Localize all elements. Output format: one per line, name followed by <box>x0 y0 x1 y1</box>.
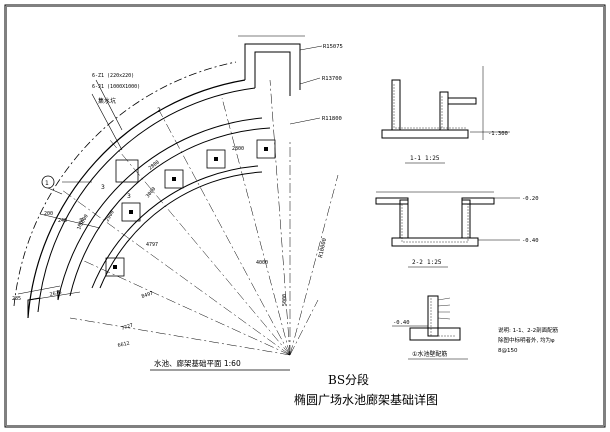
section-2-2-right-coping <box>461 197 495 205</box>
plan-label-section-3a: 3 <box>101 184 105 191</box>
wall-detail-leaders <box>437 297 451 320</box>
notes: 说明: 1-1、2-2剖面配筋 除图中标明者外, 均为φ 8@150 <box>498 326 559 354</box>
plan-arc-pool-inner <box>69 127 271 297</box>
section-1-1-elevation: -1.300 <box>488 131 508 137</box>
sheet-border <box>4 4 606 428</box>
plan-dim-2800a: 2800 <box>232 146 244 152</box>
plan-dim-6612: 6612 <box>117 341 130 349</box>
plan-caption: 水池、廊架基础平面 1:60 <box>154 358 241 368</box>
plan-label-collection-pit: 集水坑 <box>98 97 116 105</box>
section-wall-rebar: -0.40 ①水池壁配筋 <box>392 295 468 360</box>
plan-label-section-2: 2 <box>157 107 161 114</box>
sheet-frame-inner <box>6 6 604 426</box>
plan-dim-1000b: 1000 <box>79 214 90 227</box>
plan-arc-colonnade <box>91 165 259 289</box>
plan-dim-2676: 2676 <box>49 290 62 298</box>
section-2-2-left-wall <box>399 199 409 239</box>
plan-radial-lines <box>61 79 339 356</box>
plan-dim-7727: 7727 <box>121 322 134 331</box>
plan-dim-4797: 4797 <box>146 242 158 248</box>
wall-detail-elevation: -0.40 <box>393 320 410 326</box>
plan-radius-r15075: R15075 <box>323 44 343 50</box>
plan-dim-3000: 3000 <box>145 186 157 199</box>
plan-footings <box>105 139 276 277</box>
plan-dim-5000: 5000 <box>282 294 288 306</box>
plan-dim-240: 240 <box>58 218 67 224</box>
wall-detail-rebar <box>430 298 456 337</box>
section-2-2-left-coping <box>375 197 409 205</box>
plan-wall-top-stub <box>244 43 301 96</box>
plan-dim-4000: 4000 <box>256 260 268 266</box>
plan-column-marks <box>113 147 268 269</box>
plan-radius-r10000: R10000 <box>318 238 328 259</box>
section-1-1-coping <box>447 97 477 105</box>
plan-radius-r13700: R13700 <box>322 76 342 82</box>
section-2-2-title: 2-2 <box>412 259 423 266</box>
section-1-1-title: 1-1 <box>410 155 421 162</box>
plan-radius-leader-2 <box>299 77 321 85</box>
section-1-1-rebar <box>393 84 466 129</box>
plan-dim-1000: 1000 <box>76 217 85 230</box>
drawing-title-block: BS分段 椭圆广场水池廊架基础详图 <box>294 372 438 407</box>
plan-dim-8497: 8497 <box>141 290 154 299</box>
plan-radius-leader-1 <box>299 45 323 51</box>
plan-arc-pool <box>57 117 263 301</box>
plan-view: 集水坑 6-Z1 (220x220) 6-J1 (1000X1000) 1 2 … <box>12 35 343 371</box>
plan-arc-outer-wall <box>27 79 246 319</box>
grid-axis-leader <box>47 187 63 195</box>
drawing-title-line-1: BS分段 <box>328 372 369 387</box>
section-2-2-elevation-bottom: -0.40 <box>522 238 539 244</box>
section-1-1-pool-floor <box>381 129 469 139</box>
plan-label-footing: 6-J1 (1000X1000) <box>92 84 140 90</box>
drawing-title-line-2: 椭圆广场水池廊架基础详图 <box>294 392 438 407</box>
plan-label-column: 6-Z1 (220x220) <box>92 73 134 79</box>
plan-radius-leader-3 <box>289 117 321 125</box>
plan-label-axis-1: 1 <box>45 180 49 187</box>
section-2-2-elevation-top: -0.20 <box>522 196 539 202</box>
plan-dimension-ticks <box>17 35 305 301</box>
section-2-2-floor <box>391 237 479 247</box>
plan-arc-outermost <box>13 61 237 307</box>
plan-radius-r11800: R11800 <box>322 116 342 122</box>
section-2-2-scale: 1:25 <box>427 259 442 266</box>
section-2-2-right-wall <box>461 199 471 239</box>
plan-dim-285: 285 <box>12 296 21 302</box>
note-line-3: 8@150 <box>498 348 518 354</box>
plan-label-section-3b: 3 <box>127 193 131 200</box>
section-2-2: -0.20 -0.40 2-2 1:25 <box>375 191 539 268</box>
plan-arc-wall-2 <box>37 87 256 313</box>
section-1-1-scale: 1:25 <box>425 155 440 162</box>
note-line-1: 说明: 1-1、2-2剖面配筋 <box>498 326 559 334</box>
plan-wall-left-stub <box>27 290 59 318</box>
section-1-1-wall <box>391 79 401 131</box>
plan-dim-2900: 2900 <box>105 210 116 223</box>
section-1-1: -1.300 1-1 1:25 <box>381 66 510 164</box>
section-1-1-right-wall <box>439 91 449 131</box>
plan-dim-200: 200 <box>44 211 53 217</box>
note-line-2: 除图中标明者外, 均为φ <box>498 336 555 344</box>
plan-arc-inner <box>99 171 263 289</box>
wall-detail-title: ①水池壁配筋 <box>412 350 447 358</box>
wall-detail-base <box>409 327 461 341</box>
wall-detail-wall <box>427 295 439 337</box>
section-2-2-rebar <box>401 204 469 243</box>
